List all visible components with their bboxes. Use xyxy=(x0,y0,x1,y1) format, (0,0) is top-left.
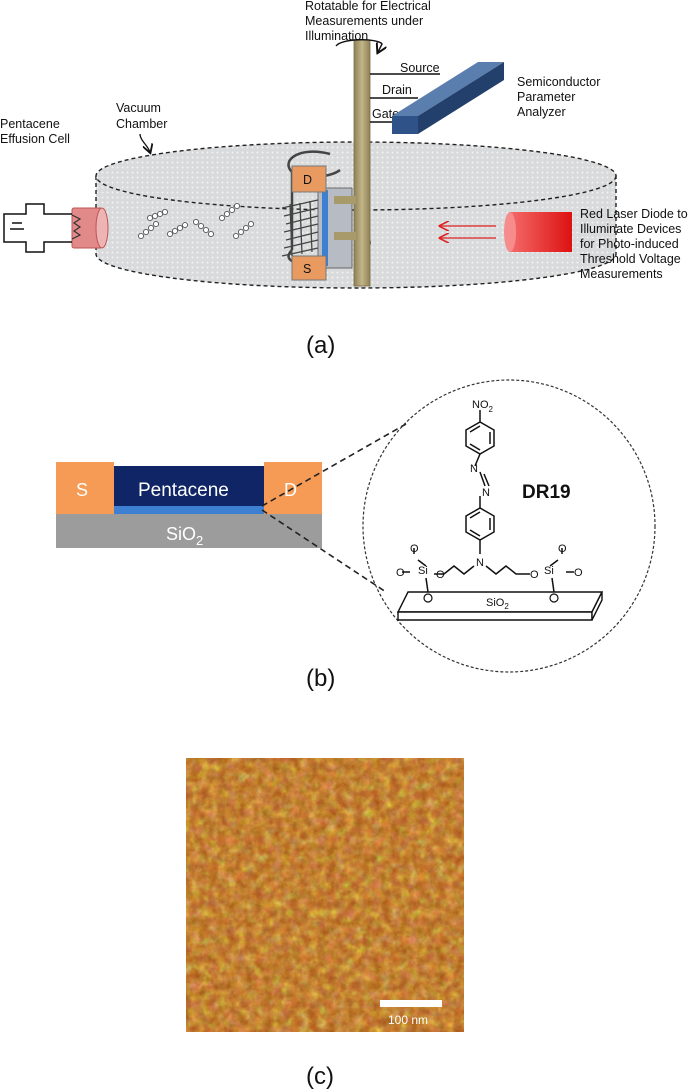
source-tab xyxy=(291,255,327,281)
panel-b-label: (b) xyxy=(306,665,335,692)
azo-n2: N xyxy=(482,487,490,499)
o-atom: O xyxy=(530,569,539,581)
amine-n: N xyxy=(476,557,484,569)
parameter-analyzer xyxy=(392,62,504,134)
right-si: Si xyxy=(544,565,554,577)
panel-c: 100 nm (c) xyxy=(186,758,464,1089)
rod-arm xyxy=(334,232,356,240)
zoom-circle xyxy=(362,379,656,673)
anchor-o xyxy=(549,593,559,603)
dr19-layer xyxy=(114,506,264,514)
laser-beams xyxy=(440,226,496,238)
o-atom: O xyxy=(396,567,405,579)
analyzer-label: Semiconductor Parameter Analyzer xyxy=(517,75,604,119)
drain-tab xyxy=(291,165,327,193)
panel-a: D S Source Drain Gate xyxy=(0,0,691,359)
sio2-label: SiO2 xyxy=(166,524,203,548)
drain-tab-label: D xyxy=(303,173,312,187)
pentacene-layer xyxy=(114,466,264,506)
effusion-cell xyxy=(71,207,109,249)
pentacene-film xyxy=(281,199,319,257)
rotatable-rod xyxy=(353,39,371,287)
molecule-label: DR19 xyxy=(522,482,571,503)
panel-a-label: (a) xyxy=(306,332,335,359)
source-tab-label: S xyxy=(303,262,311,276)
dr19-structure xyxy=(402,410,574,593)
source-label: Source xyxy=(400,61,440,75)
left-si: Si xyxy=(418,565,428,577)
laser-label: Red Laser Diode to Illuminate Devices fo… xyxy=(580,207,691,281)
rod-arm xyxy=(334,196,356,204)
o-atom: O xyxy=(410,543,419,555)
panel-b: SiO2 Pentacene S D xyxy=(56,379,656,692)
battery-circuit xyxy=(3,203,72,253)
zoom-lines xyxy=(261,423,407,593)
slab-label: SiO2 xyxy=(486,597,509,611)
chamber-pointer xyxy=(139,133,150,152)
rotatable-label: Rotatable for Electrical Measurements un… xyxy=(305,0,434,43)
pentacene-molecules xyxy=(137,202,255,240)
no2-label: NO2 xyxy=(472,399,494,414)
gate-strip xyxy=(322,190,328,266)
effusion-label: Pentacene Effusion Cell xyxy=(0,117,70,146)
source-contact xyxy=(56,462,114,514)
pentacene-label: Pentacene xyxy=(138,480,229,501)
o-atom: O xyxy=(558,543,567,555)
laser-diode xyxy=(504,212,572,252)
azo-n1: N xyxy=(470,463,478,475)
scale-bar-label: 100 nm xyxy=(388,1013,428,1027)
sio2-layer xyxy=(56,514,322,548)
scale-bar xyxy=(380,1000,442,1007)
anchor-o xyxy=(423,593,433,603)
afm-image xyxy=(186,758,464,1032)
chamber-label: Vacuum Chamber xyxy=(116,101,167,131)
panel-c-label: (c) xyxy=(306,1063,334,1089)
source-contact-label: S xyxy=(76,480,88,500)
rotation-arrow xyxy=(335,39,382,52)
o-atom: O xyxy=(436,569,445,581)
drain-label: Drain xyxy=(382,83,412,97)
o-atom: O xyxy=(574,567,583,579)
